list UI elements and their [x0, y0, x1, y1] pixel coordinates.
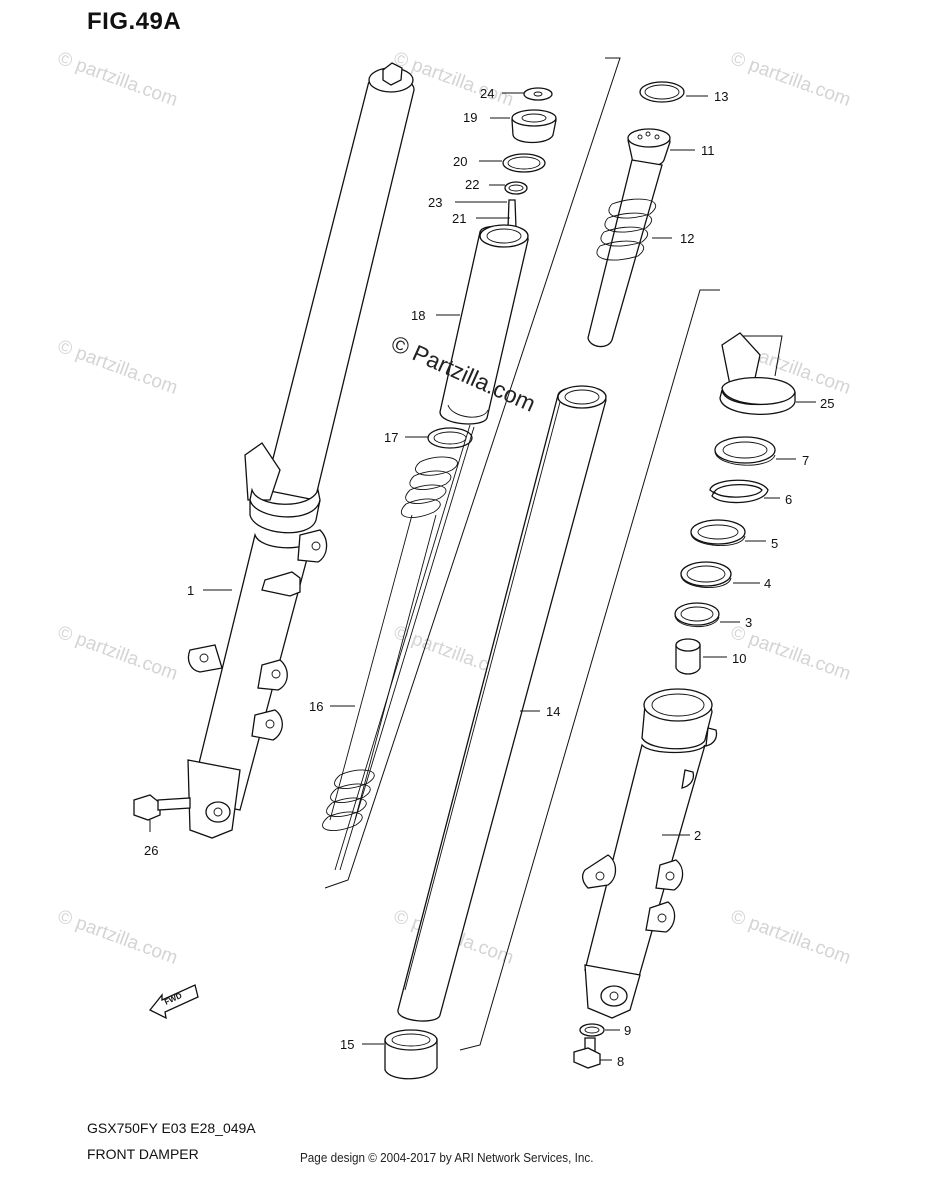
callout-label: 6: [785, 492, 792, 507]
callout-label: 10: [732, 651, 746, 666]
callout-label: 9: [624, 1023, 631, 1038]
figure-title: FIG.49A: [87, 8, 182, 35]
model-code: GSX750FY E03 E28_049A: [87, 1120, 256, 1136]
callout-label: 22: [465, 177, 479, 192]
outer-tube-assembly: 1: [187, 62, 415, 839]
callout-label: 15: [340, 1037, 354, 1052]
callout-label: 23: [428, 195, 442, 210]
callout-label: 12: [680, 231, 694, 246]
callout-label: 19: [463, 110, 477, 125]
page-credit: Page design © 2004-2017 by ARI Network S…: [300, 1150, 594, 1165]
drain-bolt-and-washer: 9 8: [573, 1023, 631, 1069]
callout-label: 4: [764, 576, 771, 591]
callout-label: 14: [546, 704, 560, 719]
inner-tube-assembly: 14 15: [340, 385, 607, 1080]
damper-rod-assembly: 24 19 20 22 23 21: [309, 86, 557, 871]
callout-label: 13: [714, 89, 728, 104]
callout-label: 18: [411, 308, 425, 323]
callout-label: 11: [701, 143, 715, 158]
callout-label: 26: [144, 843, 158, 858]
callout-label: 25: [820, 396, 834, 411]
callout-label: 17: [384, 430, 398, 445]
callout-label: 20: [453, 154, 467, 169]
callout-label: 1: [187, 583, 194, 598]
outer-tube-right: 2: [581, 688, 718, 1019]
callout-label: 2: [694, 828, 701, 843]
callout-label: 7: [802, 453, 809, 468]
section-name: FRONT DAMPER: [87, 1146, 199, 1162]
callout-label: 21: [452, 211, 466, 226]
seal-stack: 25 7 6 5 4: [674, 332, 834, 675]
callout-label: 24: [480, 86, 494, 101]
callout-label: 16: [309, 699, 323, 714]
callout-label: 8: [617, 1054, 624, 1069]
damper-cylinder-assembly: 13 11 12: [587, 81, 728, 348]
callout-label: 3: [745, 615, 752, 630]
axle-pinch-bolt: 26: [133, 794, 191, 858]
callout-label: 5: [771, 536, 778, 551]
forward-direction-arrow: FWD: [148, 984, 199, 1020]
